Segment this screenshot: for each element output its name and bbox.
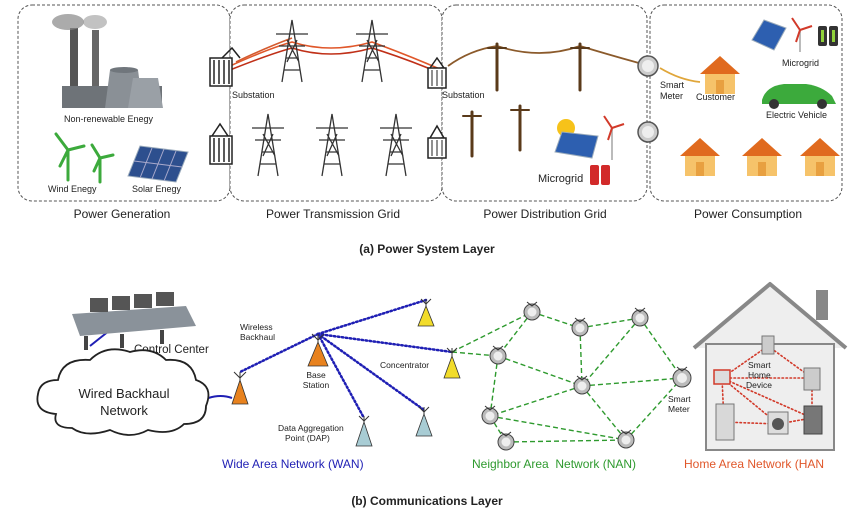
label-electric-vehicle: Electric Vehicle: [766, 110, 827, 120]
substation-icon: [427, 56, 447, 89]
label-substation-2: Substation: [442, 90, 485, 100]
panel-power-distribution: [441, 4, 648, 202]
label-smart-meter-power-2: Meter: [660, 91, 683, 101]
label-smart-home-3: Device: [746, 380, 772, 390]
solar-panel-icon: [127, 145, 189, 183]
label-smart-meter-comm-2: Meter: [668, 404, 690, 414]
smart-meter-icon: [631, 307, 649, 327]
label-wan: Wide Area Network (WAN): [222, 457, 364, 471]
label-dap-2: Point (DAP): [285, 433, 330, 443]
label-concentrator: Concentrator: [380, 360, 429, 370]
label-dap-1: Data Aggregation: [278, 423, 344, 433]
smart-meter-icon: [489, 345, 507, 365]
substation-icon: [209, 122, 233, 165]
antenna-tower-icon: [415, 406, 433, 437]
label-smart-home-1: Smart: [748, 360, 771, 370]
panel-title-power-consumption: Power Consumption: [694, 207, 802, 221]
panel-title-power-generation: Power Generation: [74, 207, 171, 221]
smart-meter-icon: [481, 405, 499, 425]
smart-meter-icon: [523, 301, 541, 321]
wind-turbine-icon: [54, 132, 115, 184]
label-smart-home-2: Home: [748, 370, 771, 380]
smart-meter-icon: [497, 431, 515, 451]
panel-title-power-distribution: Power Distribution Grid: [483, 207, 606, 221]
house-icon: [680, 138, 720, 176]
transmission-tower-icon: [252, 19, 412, 177]
dap-icon: [355, 415, 373, 447]
caption-communications-layer: (b) Communications Layer: [351, 494, 503, 508]
house-icon: [800, 138, 840, 176]
label-smart-meter-power-1: Smart: [660, 80, 685, 90]
label-nan: Neighbor Area Network (NAN): [472, 457, 636, 471]
label-microgrid-distribution: Microgrid: [538, 173, 583, 185]
power-plant-icon: [52, 14, 163, 108]
microgrid-icon: [554, 115, 625, 185]
label-base-station-2: Station: [303, 380, 330, 390]
label-wireless-backhaul-2: Backhaul: [240, 332, 275, 342]
transmission-lines: [229, 37, 443, 75]
label-base-station-1: Base: [306, 370, 326, 380]
panel-power-transmission: [229, 4, 443, 202]
concentrator-icon: [443, 347, 461, 379]
label-wireless-backhaul-1: Wireless: [240, 322, 273, 332]
microgrid-icon: [751, 17, 838, 52]
electric-vehicle-icon: [762, 84, 836, 109]
label-customer: Customer: [696, 92, 735, 102]
label-wired-backhaul-2: Network: [100, 403, 148, 418]
house-icon: [742, 138, 782, 176]
label-wind: Wind Enegy: [48, 184, 97, 194]
label-microgrid-consumption: Microgrid: [782, 58, 819, 68]
label-han: Home Area Network (HAN: [684, 457, 824, 471]
substation-icon: [427, 124, 447, 159]
base-station-icon: [307, 333, 329, 367]
label-solar: Solar Enegy: [132, 184, 182, 194]
utility-pole-icon: [462, 42, 590, 158]
label-smart-meter-comm-1: Smart: [668, 394, 691, 404]
power-system-layer: Non-renewable Enegy Wind Enegy Solar Ene…: [17, 4, 843, 256]
smart-meter-icon: [637, 121, 659, 143]
cloud-icon: [36, 348, 210, 436]
antenna-tower-icon: [231, 371, 249, 405]
nan-mesh-links: [451, 311, 683, 443]
caption-power-system-layer: (a) Power System Layer: [359, 242, 495, 256]
house-icon: [700, 56, 740, 94]
panel-title-power-transmission: Power Transmission Grid: [266, 207, 400, 221]
home-devices: [713, 335, 823, 441]
label-substation-1: Substation: [232, 90, 275, 100]
distribution-lines: [447, 45, 701, 83]
smart-meter-icon: [571, 317, 589, 337]
smart-meter-icon: [573, 375, 591, 395]
label-wired-backhaul-1: Wired Backhaul: [78, 386, 169, 401]
wan-links: [238, 298, 454, 420]
smart-meter-icon: [637, 55, 659, 77]
communications-layer: Control Center Wired Backhaul Network: [36, 282, 848, 508]
control-center-icon: [72, 292, 196, 350]
smart-meter-icon: [672, 366, 692, 388]
label-nonrenewable: Non-renewable Enegy: [64, 114, 154, 124]
antenna-tower-icon: [417, 298, 435, 327]
smart-meter-icon: [617, 429, 635, 449]
substation-icon: [209, 46, 241, 87]
